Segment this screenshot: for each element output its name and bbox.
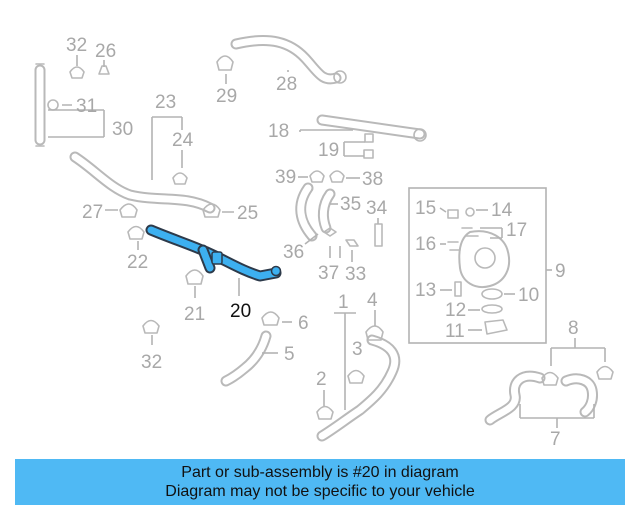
gasket-part-13: [454, 281, 462, 297]
callout-1[interactable]: 1: [338, 292, 349, 313]
callout-12[interactable]: 12: [445, 300, 466, 321]
callout-32-top[interactable]: 32: [66, 35, 87, 56]
info-banner: Part or sub-assembly is #20 in diagram D…: [15, 459, 625, 505]
callout-34[interactable]: 34: [366, 198, 388, 219]
callout-33[interactable]: 33: [345, 264, 366, 285]
clamp-part-24: [172, 172, 188, 185]
callout-11[interactable]: 11: [445, 321, 465, 342]
callout-13[interactable]: 13: [415, 280, 436, 301]
clamps-part-8: [541, 365, 614, 386]
thermostat-housing: [458, 230, 510, 288]
callout-28[interactable]: 28: [276, 74, 297, 95]
hose-part-7: [484, 370, 598, 426]
callout-36[interactable]: 36: [283, 242, 304, 263]
gasket-part-34: [374, 223, 383, 247]
sensor-part-19: [363, 133, 374, 159]
bypass-pipe-part-30: [34, 63, 46, 147]
water-pipe-part-18: [316, 114, 427, 142]
assembly-box-part-9: [408, 187, 547, 344]
hose-part-5: [220, 330, 272, 387]
clamp-part-39: [309, 170, 325, 183]
clamp-part-6: [261, 311, 280, 326]
callout-31[interactable]: 31: [76, 96, 97, 117]
callout-3[interactable]: 3: [352, 339, 363, 360]
callout-6[interactable]: 6: [298, 313, 309, 334]
callout-16[interactable]: 16: [415, 234, 436, 255]
callout-39[interactable]: 39: [275, 167, 296, 188]
callout-29[interactable]: 29: [216, 86, 237, 107]
seal-part-12: [481, 304, 503, 314]
hose-clamp-part-32-top: [69, 66, 85, 79]
callout-30[interactable]: 30: [112, 119, 133, 140]
sensor-part-15: [447, 209, 459, 219]
callout-10[interactable]: 10: [518, 285, 539, 306]
clip-part-33: [345, 239, 359, 247]
banner-line-2: Diagram may not be specific to your vehi…: [165, 483, 475, 500]
callout-5[interactable]: 5: [284, 344, 295, 365]
callout-20[interactable]: 20: [230, 301, 251, 322]
hose-part-35: [317, 188, 336, 234]
clip-part-26: [98, 65, 110, 75]
callout-32-bottom[interactable]: 32: [141, 352, 162, 373]
clip-part-14: [465, 207, 475, 217]
callout-25[interactable]: 25: [237, 203, 258, 224]
callout-2[interactable]: 2: [316, 369, 327, 390]
bolts-part-17: [461, 227, 479, 237]
callout-35[interactable]: 35: [340, 194, 361, 215]
clamp-part-22: [127, 225, 145, 240]
callout-14[interactable]: 14: [491, 200, 513, 221]
clamp-part-2: [316, 405, 334, 420]
callout-22[interactable]: 22: [127, 252, 148, 273]
hose-part-36: [295, 182, 318, 242]
callout-17[interactable]: 17: [506, 220, 527, 241]
callout-37[interactable]: 37: [318, 263, 339, 284]
cover-part-11: [484, 319, 508, 335]
bolts-part-16: [447, 241, 461, 251]
clamp-part-25: [202, 203, 221, 218]
highlighted-part-20-hose[interactable]: [145, 224, 282, 282]
callout-19[interactable]: 19: [318, 140, 339, 161]
clamp-part-29: [216, 55, 234, 71]
callout-24[interactable]: 24: [172, 130, 194, 151]
callout-26[interactable]: 26: [95, 41, 116, 62]
callout-15[interactable]: 15: [415, 198, 436, 219]
clamp-part-4: [365, 325, 384, 341]
callout-23[interactable]: 23: [155, 92, 176, 113]
thermostat-part-10: [481, 288, 503, 300]
hose-part-28: [230, 35, 347, 85]
clamp-part-38: [329, 170, 345, 183]
callout-38[interactable]: 38: [362, 169, 383, 190]
clamp-part-21: [185, 269, 204, 285]
clamp-part-3: [347, 369, 365, 384]
banner-line-1: Part or sub-assembly is #20 in diagram: [181, 464, 459, 481]
hose-clamp-part-32-bottom: [142, 319, 160, 334]
callout-21[interactable]: 21: [184, 304, 205, 325]
clamp-part-27: [119, 203, 138, 218]
callout-9[interactable]: 9: [555, 261, 566, 282]
heater-hose-part-23: [69, 151, 216, 214]
bypass-hose-part-1: [316, 334, 401, 442]
callout-8[interactable]: 8: [568, 318, 579, 339]
callout-18[interactable]: 18: [268, 121, 289, 142]
callout-4[interactable]: 4: [367, 290, 378, 311]
callout-7[interactable]: 7: [550, 429, 561, 450]
clip-part-37: [323, 227, 337, 237]
clamp-part-31: [47, 99, 59, 111]
parts-diagram: 32 26 31 30 29 28 23 24 27 25 22 2: [34, 35, 614, 450]
callout-27[interactable]: 27: [82, 202, 103, 223]
